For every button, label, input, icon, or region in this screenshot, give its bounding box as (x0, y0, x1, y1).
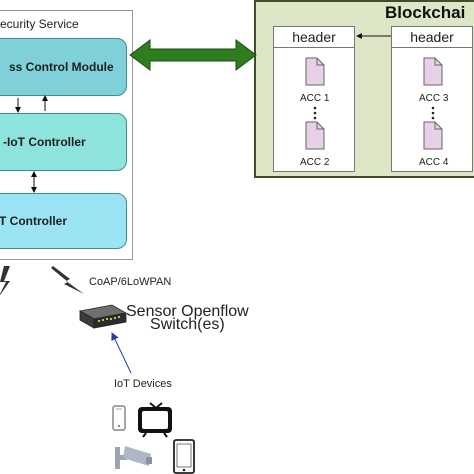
blockchain-title: Blockchai (385, 3, 466, 22)
block-2-header: header (392, 27, 472, 48)
iot-controller-module[interactable]: -IoT Controller (0, 113, 127, 171)
block-1-header: header (274, 27, 354, 48)
wireless-signal-icon-left (0, 266, 10, 296)
acc-3-label: ACC 3 (419, 93, 449, 104)
security-service-title: ecurity Service (0, 17, 79, 31)
protocol-label: CoAP/6LoWPAN (89, 276, 172, 288)
acc-4-label: ACC 4 (419, 157, 449, 168)
access-control-module-label: ss Control Module (9, 60, 114, 74)
document-icon-acc-3 (423, 57, 443, 86)
security-camera-icon (115, 446, 152, 469)
acc-2-label: ACC 2 (300, 157, 330, 168)
wireless-signal-icon (51, 266, 84, 294)
switch-label-line-2: Switch(es) (150, 316, 225, 333)
t-controller-module[interactable]: -T Controller (0, 193, 127, 249)
document-icon-acc-4 (423, 121, 443, 150)
switch-label-line-1: Sensor Openflow (126, 303, 249, 320)
ellipsis-icon-block-2 (431, 106, 435, 120)
ellipsis-icon-block-1 (313, 106, 317, 120)
television-icon (138, 402, 172, 438)
device-to-switch-arrow (111, 332, 132, 374)
document-icon-acc-2 (305, 121, 325, 150)
iot-controller-module-label: -IoT Controller (3, 135, 86, 149)
t-controller-module-label: -T Controller (0, 214, 67, 228)
smartphone-icon (112, 405, 126, 431)
openflow-switch-icon (78, 304, 128, 329)
switch-label: Sensor Openflow Switch(es) (126, 303, 249, 333)
acc-1-label: ACC 1 (300, 93, 330, 104)
tablet-icon (173, 439, 195, 474)
access-control-module[interactable]: ss Control Module (0, 38, 127, 96)
document-icon-acc-1 (305, 57, 325, 86)
green-double-arrow (129, 39, 257, 71)
module-arrows (15, 95, 48, 193)
iot-devices-label: IoT Devices (114, 378, 172, 390)
